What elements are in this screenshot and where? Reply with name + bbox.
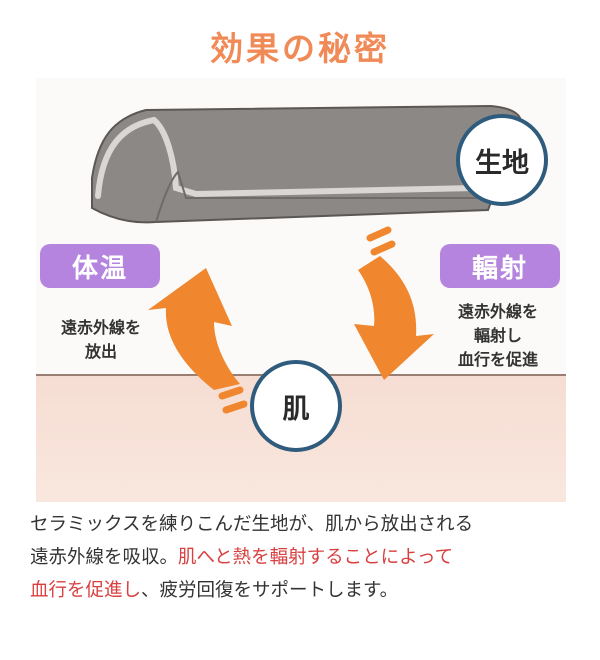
arrow-down-icon bbox=[354, 226, 434, 380]
description-text: 遠赤外線を吸収。 bbox=[30, 547, 179, 568]
left-note: 遠赤外線を 放出 bbox=[36, 316, 166, 364]
fabric-label-circle: 生地 bbox=[456, 114, 548, 206]
body-heat-pill: 体温 bbox=[40, 244, 160, 288]
description-text: 、疲労回復をサポートします。 bbox=[141, 580, 399, 601]
left-note-line: 放出 bbox=[84, 342, 117, 361]
fabric-label: 生地 bbox=[475, 147, 529, 179]
description-line-1: セラミックスを練りこんだ生地が、肌から放出される bbox=[30, 514, 474, 535]
right-note: 遠赤外線を 輻射し 血行を促進 bbox=[430, 300, 566, 372]
skin-label: 肌 bbox=[282, 393, 310, 425]
skin-label-circle: 肌 bbox=[250, 360, 342, 452]
fabric-illustration bbox=[91, 104, 522, 224]
body-heat-label: 体温 bbox=[71, 253, 128, 284]
description-highlight: 血行を促進し bbox=[30, 580, 142, 601]
description-line-2: 遠赤外線を吸収。肌へと熱を輻射することによって bbox=[30, 541, 578, 574]
radiation-label: 輻射 bbox=[471, 253, 528, 284]
description-highlight: 肌へと熱を輻射することによって bbox=[178, 547, 454, 568]
right-note-line: 遠赤外線を bbox=[457, 302, 538, 321]
arrow-up-icon bbox=[148, 268, 248, 414]
illustration: 生地 肌 体温 輻射 遠赤外線を 放出 遠赤外線を 輻射し 血行を促進 bbox=[36, 78, 566, 502]
right-note-line: 血行を促進 bbox=[457, 350, 538, 369]
description-line-3: 血行を促進し、疲労回復をサポートします。 bbox=[30, 574, 578, 607]
radiation-pill: 輻射 bbox=[440, 244, 560, 288]
description: セラミックスを練りこんだ生地が、肌から放出される 遠赤外線を吸収。肌へと熱を輻射… bbox=[30, 508, 578, 607]
right-note-line: 輻射し bbox=[473, 326, 522, 345]
left-note-line: 遠赤外線を bbox=[60, 318, 141, 337]
page-title: 効果の秘密 bbox=[210, 29, 390, 68]
